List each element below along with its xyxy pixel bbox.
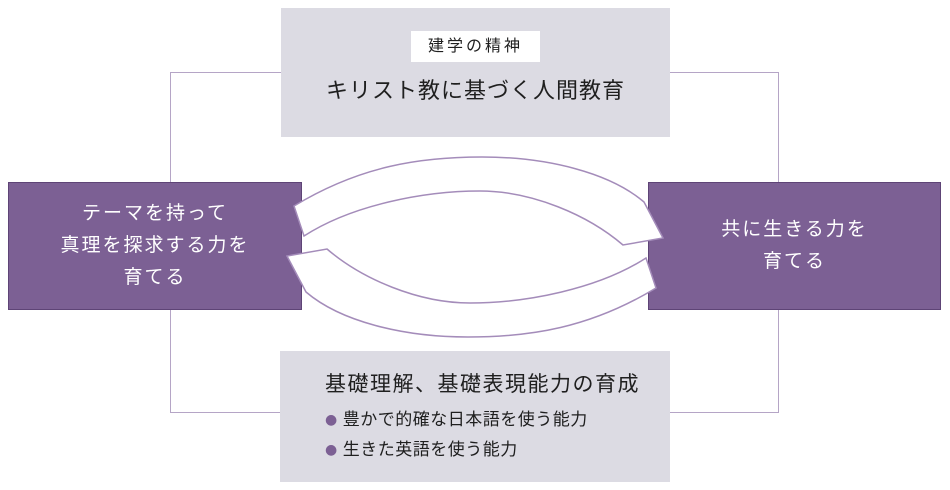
bullet-text-english-skill: 生きた英語を使う能力 [342, 440, 518, 459]
left-goal-line-1: テーマを持って [81, 203, 229, 224]
right-goal-box: 共に生きる力を 育てる [648, 182, 941, 310]
foundation-bullet-list: ● 豊かで的確な日本語を使う能力 ● 生きた英語を使う能力 [325, 407, 670, 463]
foundation-box: 基礎理解、基礎表現能力の育成 ● 豊かで的確な日本語を使う能力 ● 生きた英語を… [280, 351, 670, 482]
bullet-icon: ● [325, 412, 338, 428]
bullet-text-japanese-skill: 豊かで的確な日本語を使う能力 [342, 410, 588, 429]
founding-spirit-title: キリスト教に基づく人間教育 [325, 78, 625, 103]
list-item: ● 豊かで的確な日本語を使う能力 [325, 407, 670, 433]
left-goal-line-3: 育てる [123, 267, 187, 288]
bullet-icon: ● [325, 442, 338, 458]
founding-spirit-box: 建学の精神 キリスト教に基づく人間教育 [281, 8, 670, 137]
right-goal-line-2: 育てる [762, 251, 826, 272]
right-goal-line-1: 共に生きる力を [721, 219, 868, 240]
left-goal-box: テーマを持って 真理を探求する力を 育てる [8, 182, 302, 310]
list-item: ● 生きた英語を使う能力 [325, 437, 670, 463]
foundation-title: 基礎理解、基礎表現能力の育成 [325, 372, 640, 396]
founding-spirit-tag: 建学の精神 [410, 31, 540, 62]
left-goal-line-2: 真理を探求する力を [60, 235, 250, 256]
founding-spirit-tag-label: 建学の精神 [427, 38, 523, 55]
